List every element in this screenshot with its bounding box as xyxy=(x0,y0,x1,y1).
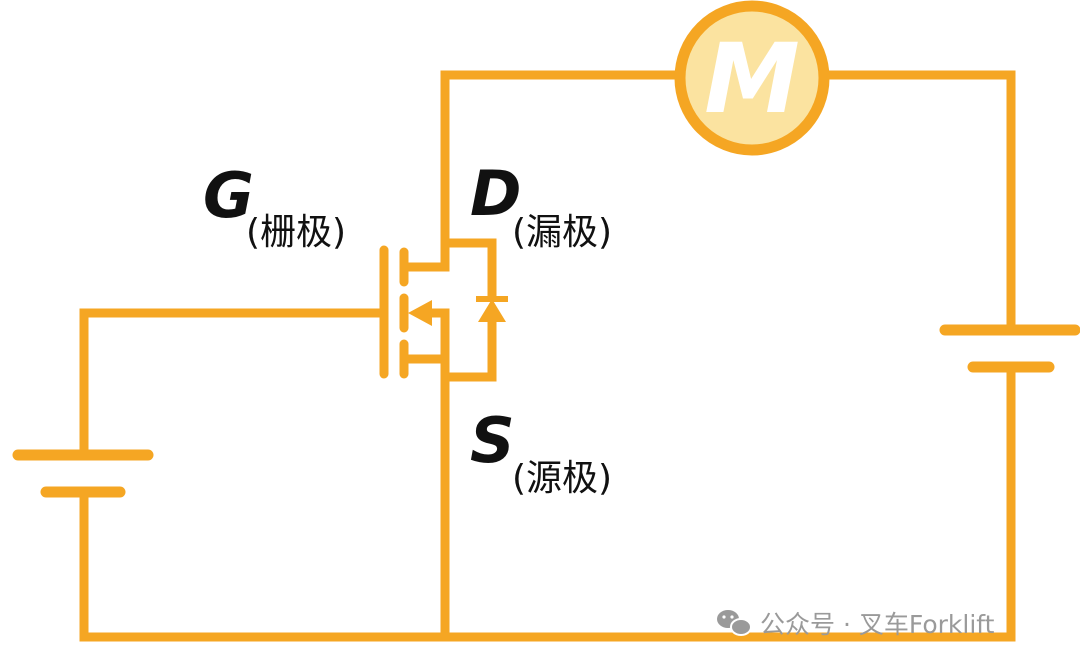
gate-wire-bottom xyxy=(79,487,450,642)
motor-right-wire xyxy=(821,70,1016,335)
gate-label: (栅极) xyxy=(246,212,346,253)
motor-label: M xyxy=(704,23,800,135)
body-arrow xyxy=(408,300,432,326)
watermark: 公众号 · 叉车Forklift xyxy=(717,610,995,639)
motor: M xyxy=(674,0,830,156)
body-diode xyxy=(478,299,506,322)
source-label: (源极) xyxy=(512,458,612,499)
watermark-text: 公众号 · 叉车Forklift xyxy=(760,610,995,639)
gate-wire-top xyxy=(79,308,380,460)
drain-label-group: D (漏极) xyxy=(470,157,612,253)
supply-battery xyxy=(939,324,1080,373)
motor-circle xyxy=(674,0,830,156)
source-letter: S xyxy=(470,404,515,477)
gate-battery xyxy=(12,449,154,498)
source-label-group: S (源极) xyxy=(470,404,612,499)
drain-label: (漏极) xyxy=(512,212,612,253)
battery-bottom-wire xyxy=(440,362,1016,642)
body-line xyxy=(421,308,450,364)
mosfet-symbol xyxy=(379,238,508,382)
wechat-icon xyxy=(717,610,752,636)
gate-label-group: G (栅极) xyxy=(203,159,346,253)
drain-connection xyxy=(399,238,497,302)
source-connection xyxy=(399,317,497,382)
drain-letter: D xyxy=(470,157,521,230)
drain-wire xyxy=(440,70,685,248)
gate-letter: G xyxy=(203,159,254,232)
